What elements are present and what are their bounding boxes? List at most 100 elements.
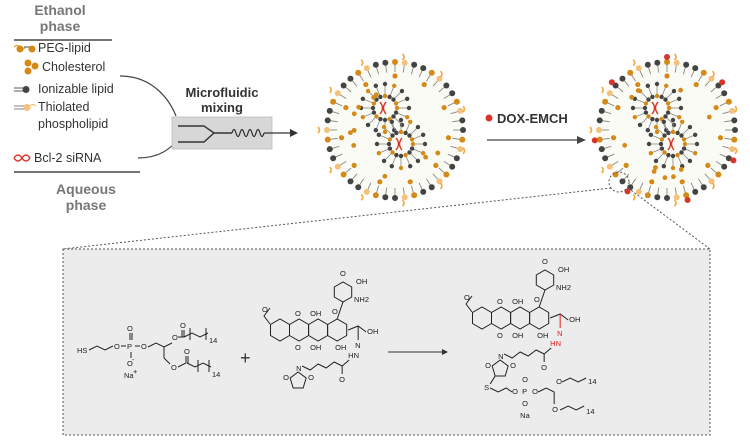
lipid-tail [616, 86, 624, 93]
lipid-head [721, 163, 728, 170]
lipid-tail [450, 110, 459, 115]
inner-lipid-head [390, 150, 395, 155]
inner-lipid-tail [657, 128, 664, 135]
lipid-tail [425, 74, 432, 82]
inner-lipid-head [398, 117, 404, 123]
inner-lipid-head [692, 132, 698, 138]
ethanol-phase-line1: Ethanol [34, 2, 85, 18]
inner-lipid-head [661, 119, 667, 125]
inner-lipid-head [391, 97, 396, 102]
inner-lipid-head [671, 122, 677, 128]
dox-dot [684, 197, 691, 204]
inner-lipid-head [676, 96, 682, 102]
cholesterol-dot [705, 162, 711, 168]
lipid-head [401, 194, 408, 201]
inner-lipid-head [373, 83, 379, 89]
legend-peg-lipid: PEG-lipid [38, 41, 91, 55]
atom-label: OH [558, 265, 569, 274]
lipid-head [644, 61, 651, 68]
peg-chain [439, 70, 443, 78]
lipid-tail [710, 167, 718, 174]
lipid-head [457, 146, 464, 153]
thioether-bond [489, 375, 496, 385]
lipid-head [673, 194, 680, 201]
inner-lipid-tail [648, 120, 653, 129]
inner-lipid-head [653, 158, 659, 164]
core-cholesterol [651, 169, 657, 174]
inner-lipid-tail [394, 92, 401, 99]
inner-lipid-tail [413, 135, 422, 140]
lipid-tail [344, 86, 352, 93]
svg-text:O: O [127, 359, 133, 368]
inner-lipid-head [648, 132, 654, 138]
lipid-tail [724, 120, 733, 123]
core-cholesterol [671, 174, 676, 180]
atom-label: Na [520, 411, 530, 420]
core-cholesterol [382, 173, 388, 179]
inner-lipid-head [666, 130, 671, 136]
legend-ionizable-lipid: Ionizable lipid [38, 82, 114, 96]
inner-lipid-head [409, 137, 415, 142]
inner-lipid-tail [385, 153, 392, 160]
lipid-head [619, 75, 626, 82]
chemistry-panel [62, 248, 711, 436]
core-cholesterol [351, 127, 357, 133]
atom-label: NH2 [556, 283, 571, 292]
thiolated-phospholipid-structure: HS O P O O - Na + O O O 14 O O 14 [77, 321, 220, 380]
lipid-head [326, 146, 333, 153]
inner-lipid-tail [413, 148, 422, 153]
peg-chain [329, 166, 333, 174]
atom-label: P [522, 387, 527, 396]
lipid-tail [410, 185, 415, 194]
cholesterol-dot [615, 104, 621, 111]
lipid-tail [639, 69, 644, 78]
inner-lipid-head [659, 146, 665, 151]
inner-lipid-head [407, 150, 412, 155]
inner-lipid-tail [394, 117, 401, 124]
inner-lipid-head [666, 105, 672, 111]
lipid-tail [358, 74, 365, 82]
cholesterol-dot [679, 179, 685, 185]
hs-label: HS [77, 346, 87, 355]
lipid-head [729, 107, 736, 114]
atom-label: O [552, 405, 558, 414]
lipid-tail [438, 86, 446, 93]
atom-label: OH [356, 277, 367, 286]
inner-lipid-tail [652, 148, 661, 153]
inner-lipid-tail [369, 117, 376, 124]
inner-lipid-head [643, 110, 649, 115]
cholesterol-dot [713, 104, 719, 111]
plus-sign: + [240, 348, 251, 368]
inner-lipid-head [682, 141, 688, 147]
core-cholesterol [435, 150, 441, 156]
atom-label: S [484, 383, 489, 392]
lipid-tail [722, 110, 731, 115]
lipid-head [602, 155, 609, 162]
inner-lipid-tail [669, 112, 678, 117]
lipid-head [700, 184, 707, 191]
lipid-tail [719, 102, 728, 107]
lipid-head [731, 136, 738, 143]
inner-lipid-head [407, 133, 412, 138]
inner-lipid-tail [652, 135, 661, 140]
inner-lipid-tail [657, 153, 664, 160]
lipid-tail [367, 69, 372, 78]
atom-label: N [355, 341, 360, 350]
inner-lipid-head [387, 94, 392, 100]
inner-lipid-tail [664, 156, 669, 165]
lipid-tail [647, 66, 652, 75]
lipid-tail [443, 160, 451, 167]
lipid-tail [329, 120, 338, 123]
inner-lipid-head [404, 114, 410, 120]
lipid-tail [410, 66, 415, 75]
lipid-tail [704, 173, 711, 181]
svg-text:O: O [184, 347, 190, 356]
core-cholesterol [356, 104, 362, 110]
lipid-tail [704, 79, 711, 87]
lipid-head [347, 75, 354, 82]
inner-lipid-head [407, 163, 413, 169]
lipid-head [606, 163, 613, 170]
lipid-head [355, 184, 362, 191]
